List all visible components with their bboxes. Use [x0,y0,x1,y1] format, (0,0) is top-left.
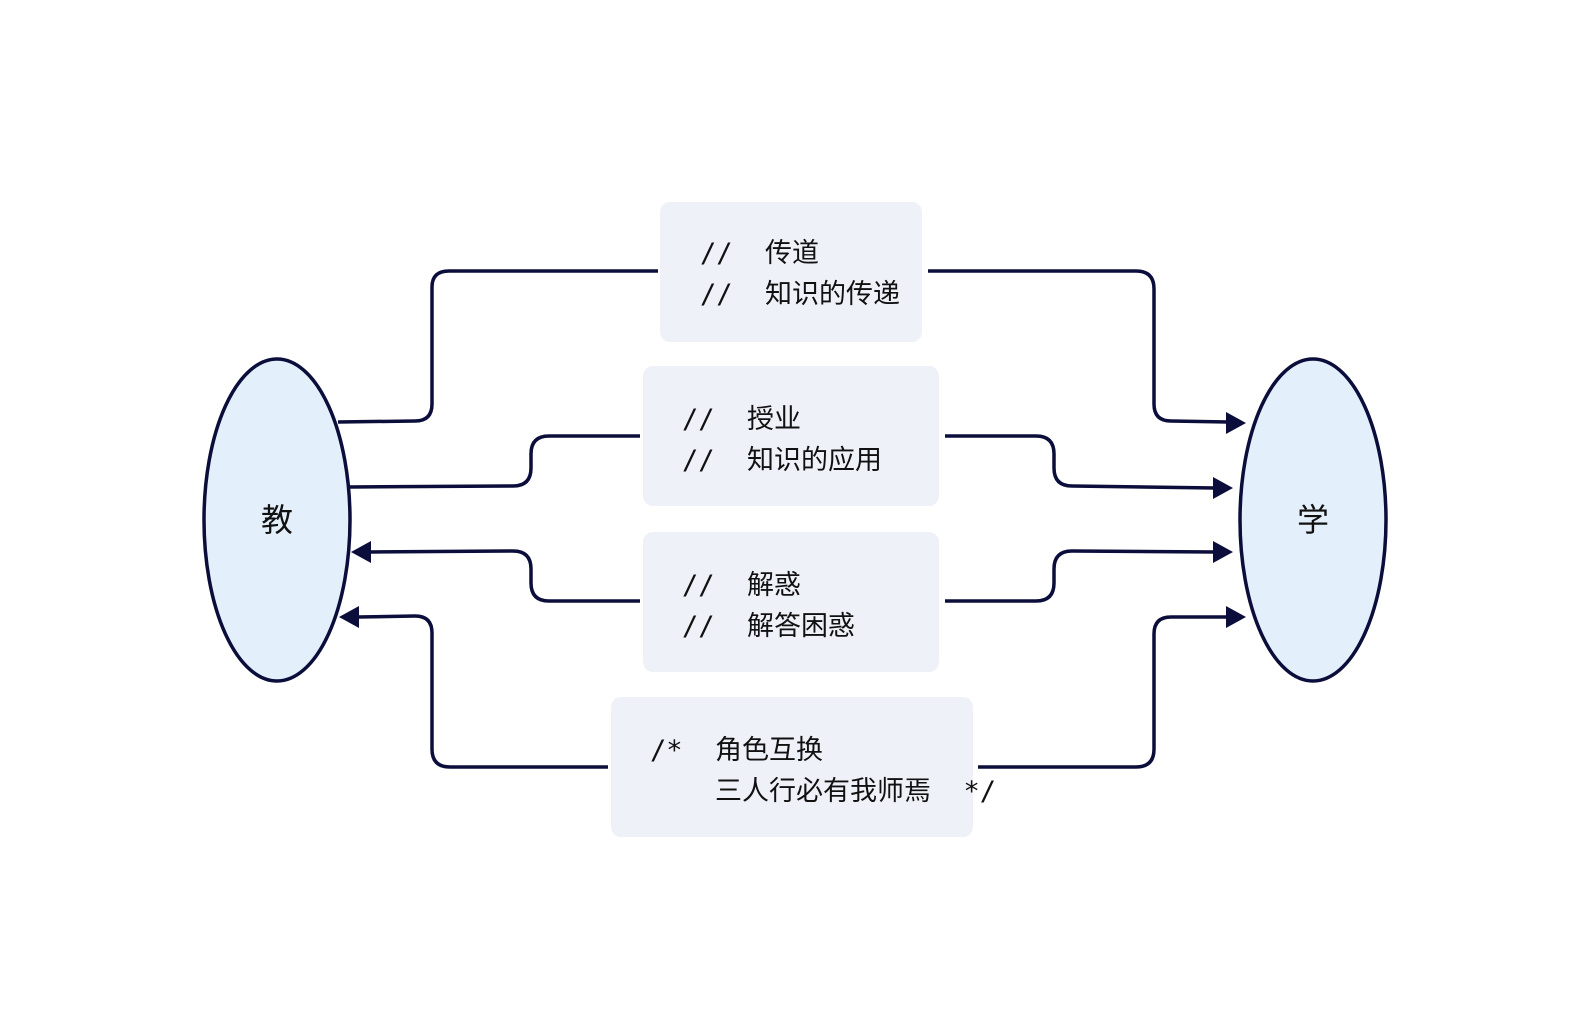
label-chuandao-line2: // 知识的传递 [700,279,900,310]
label-jiaose-line2: 三人行必有我师焉 */ [650,776,996,807]
label-box-jiaose [611,697,973,837]
arrow-chuandao-learn [1226,412,1246,434]
node-learn-label: 学 [1297,501,1329,539]
arrow-jiaose-teach [339,606,359,628]
edge-jiaose [357,614,1228,769]
node-learn [1238,357,1388,683]
label-jiehuo-line2: // 解答困惑 [682,611,855,642]
label-chuandao-line1: // 传道 [700,238,819,269]
edge-jiehuo [369,549,1216,603]
arrow-jiehuo-teach [351,541,371,563]
label-box-chuandao [660,202,922,342]
node-teach [202,357,352,683]
label-shouye-line2: // 知识的应用 [682,445,882,476]
label-jiaose-line1: /* 角色互换 [650,735,823,766]
arrow-jiaose-learn [1226,606,1246,628]
label-box-jiehuo [643,532,939,672]
arrow-jiehuo-learn [1213,541,1233,563]
label-shouye-line1: // 授业 [682,404,801,435]
arrow-shouye-learn [1213,477,1233,499]
label-jiehuo-line1: // 解惑 [682,570,801,601]
edge-shouye [349,434,1216,490]
node-teach-label: 教 [261,501,293,539]
label-box-shouye [643,366,939,506]
edge-chuandao [337,269,1229,424]
